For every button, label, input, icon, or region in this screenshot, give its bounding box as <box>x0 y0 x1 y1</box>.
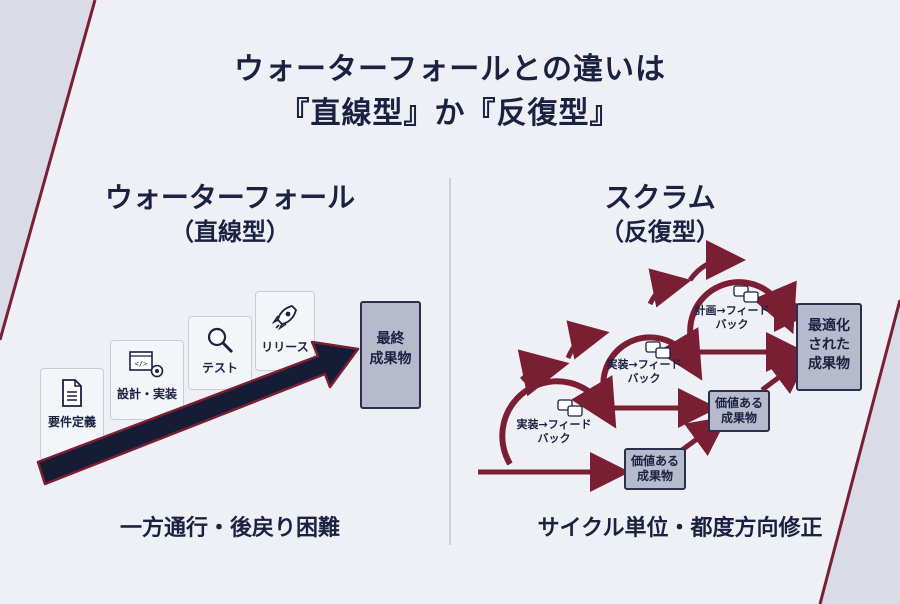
waterfall-final-product: 最終 成果物 <box>360 301 421 409</box>
page-title-line-1: ウォーターフォールとの違いは <box>234 52 666 87</box>
value-box-1: 価値ある 成果物 <box>624 448 686 490</box>
cycle-1-arrow <box>517 349 570 397</box>
value-box-1-line2: 成果物 <box>636 469 673 483</box>
step-design: </> 設計・実装 <box>110 340 184 420</box>
step-release-label: リリース <box>261 340 309 354</box>
waterfall-arrow <box>36 340 360 486</box>
scrum-heading: スクラム <box>604 181 716 214</box>
scrum-caption: サイクル単位・都度方向修正 <box>537 516 823 541</box>
cycle-3-label-line1: 計画→フィード <box>694 304 770 317</box>
chat-icon <box>557 399 583 417</box>
waterfall-final-product-line1: 最終 <box>376 331 405 347</box>
magnifier-icon <box>207 327 234 354</box>
value-box-1-line1: 価値ある <box>630 454 679 468</box>
step-test-label: テスト <box>201 361 238 375</box>
cycle-3-entry-arrow <box>647 268 692 308</box>
code-gear-icon: </> <box>129 351 164 378</box>
chat-icon <box>645 341 671 359</box>
scrum-final-product-line3: 成果物 <box>808 356 850 372</box>
cycle-3-loop <box>687 279 797 352</box>
cycle-2-label-line1: 実装→フィード <box>606 358 682 371</box>
step-requirements-label: 要件定義 <box>47 415 96 429</box>
waterfall-caption: 一方通行・後戻り困難 <box>119 516 340 541</box>
value-1-up-arrow <box>680 416 729 456</box>
document-icon <box>62 379 82 407</box>
scrum-final-product: 最適化 された 成果物 <box>796 303 862 391</box>
cycle-1-label-line2: バック <box>537 432 571 445</box>
waterfall-heading: ウォーターフォール <box>104 181 356 214</box>
step-test: テスト <box>188 316 252 390</box>
value-box-2-line2: 成果物 <box>720 411 757 425</box>
chat-icon <box>733 285 759 303</box>
cycle-1-label: 実装→フィード バック <box>506 418 602 446</box>
value-2-up-arrow <box>760 354 810 394</box>
cycle-1-label-line1: 実装→フィード <box>516 418 592 431</box>
cycle-2-label: 実装→フィード バック <box>596 358 692 386</box>
scrum-final-product-line2: された <box>808 337 850 353</box>
waterfall-final-product-line2: 成果物 <box>369 351 412 367</box>
waterfall-subheading: （直線型） <box>170 218 290 246</box>
step-design-label: 設計・実装 <box>116 387 177 401</box>
page-title-line-2: 『直線型』か『反復型』 <box>279 96 621 131</box>
scrum-cycle-diagram <box>478 240 814 492</box>
step-release: リリース <box>255 291 315 371</box>
rocket-icon <box>271 305 297 331</box>
cycle-2-loop <box>600 327 703 410</box>
value-box-2: 価値ある 成果物 <box>708 390 770 432</box>
value-box-2-line1: 価値ある <box>714 396 763 410</box>
cycle-3-label-line2: バック <box>715 318 749 331</box>
cycle-2-label-line2: バック <box>627 372 661 385</box>
svg-text:</>: </> <box>135 360 148 368</box>
scrum-final-product-line1: 最適化 <box>808 318 850 334</box>
scrum-subheading: （反復型） <box>600 218 720 246</box>
cycle-3-top-arrow <box>687 240 746 282</box>
cycle-3-label: 計画→フィード バック <box>684 304 780 332</box>
cycle-2-entry-arrow <box>565 320 610 360</box>
